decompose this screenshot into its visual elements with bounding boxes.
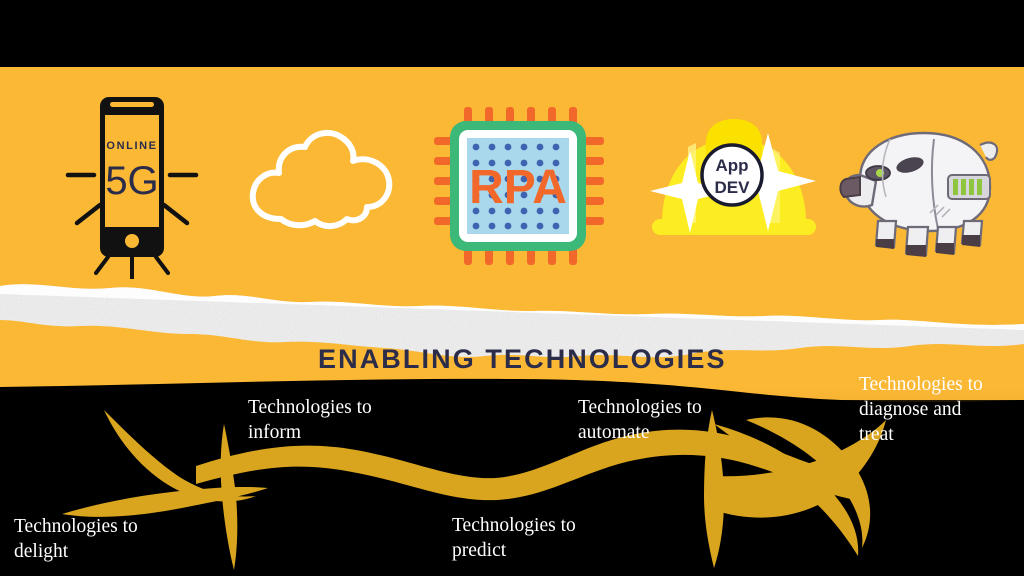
phone-5g-text: 5G [105,159,158,203]
label-technologies-to-delight: Technologies to delight [14,516,138,562]
appdev-badge-line1: App [715,156,748,175]
enabling-technologies-icon-row: ONLINE 5G [0,67,1024,287]
label-technologies-to-predict: Technologies to predict [452,515,576,561]
app-dev-hardhat-icon: App DEV [644,107,824,259]
rpa-chip-icon: RPA [432,105,604,267]
rpa-chip-label: RPA [469,161,567,214]
appdev-badge-line2: DEV [715,178,751,197]
label-technologies-to-automate: Technologies to automate [578,397,702,443]
top-black-band [0,0,1024,67]
phone-5g-icon: ONLINE 5G [52,87,212,287]
robot-animal-icon [838,117,1018,267]
journey-wave-arrow [0,380,1024,576]
label-technologies-to-inform: Technologies to inform [248,397,372,443]
page-title: ENABLING TECHNOLOGIES [318,344,727,374]
cloud-icon [245,119,405,239]
label-technologies-to-diagnose-and-treat: Technologies to diagnose and treat [859,374,983,445]
phone-online-text: ONLINE [106,140,157,152]
torn-paper-strip [0,278,1024,368]
